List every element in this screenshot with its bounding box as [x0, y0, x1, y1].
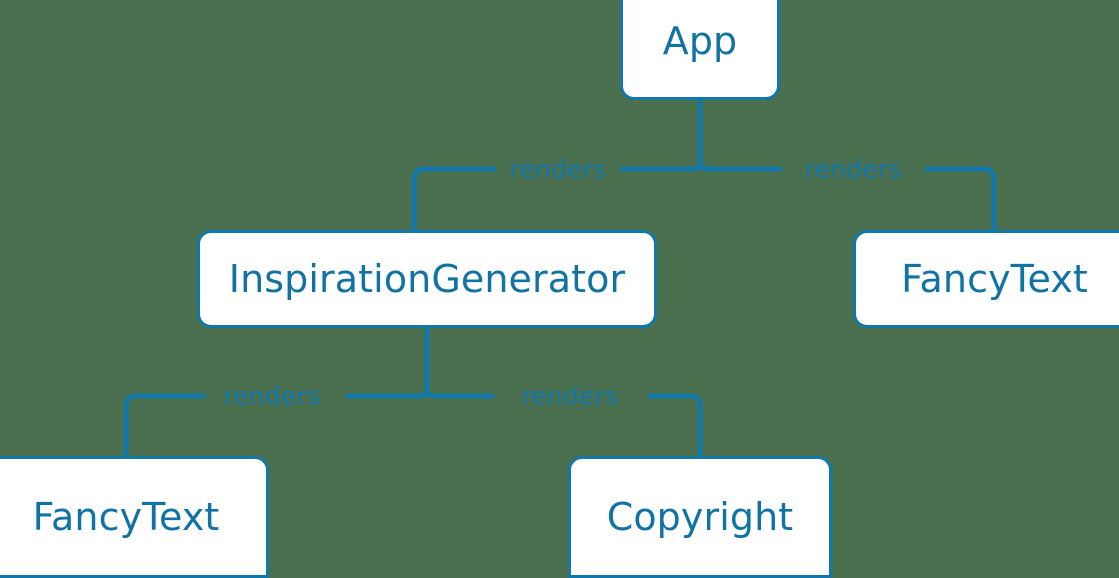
- edge-inspiration-to-fancytext: [346, 388, 430, 399]
- edge-label-app-to-inspiration-generator: renders: [509, 154, 607, 184]
- edge-inspiration-to-copyright-tail: [648, 393, 703, 456]
- edge-label-inspiration-generator-to-fancytext: renders: [223, 381, 321, 411]
- node-fancytext-right-label: FancyText: [901, 257, 1088, 301]
- node-inspiration-generator-label: InspirationGenerator: [228, 257, 626, 301]
- edge-inspiration-to-fancytext-tail: [123, 393, 205, 456]
- node-app[interactable]: App: [620, 0, 780, 100]
- edge-layer: [123, 100, 997, 456]
- edge-label-inspiration-generator-to-copyright: renders: [521, 381, 619, 411]
- node-copyright-label: Copyright: [606, 495, 794, 539]
- edge-app-to-fancytext-tail: [925, 166, 997, 230]
- edge-app-to-inspiration: [620, 161, 703, 172]
- edge-inspiration-to-copyright: [424, 388, 494, 399]
- node-app-label: App: [662, 19, 738, 63]
- edge-label-app-to-fancytext: renders: [804, 154, 902, 184]
- edge-app-to-fancytext: [697, 161, 782, 172]
- node-fancytext-right[interactable]: FancyText: [853, 230, 1119, 328]
- edge-app-to-inspiration-tail: [411, 166, 496, 230]
- node-fancytext-left-label: FancyText: [32, 495, 220, 539]
- node-copyright[interactable]: Copyright: [568, 456, 832, 578]
- node-inspiration-generator[interactable]: InspirationGenerator: [197, 230, 657, 328]
